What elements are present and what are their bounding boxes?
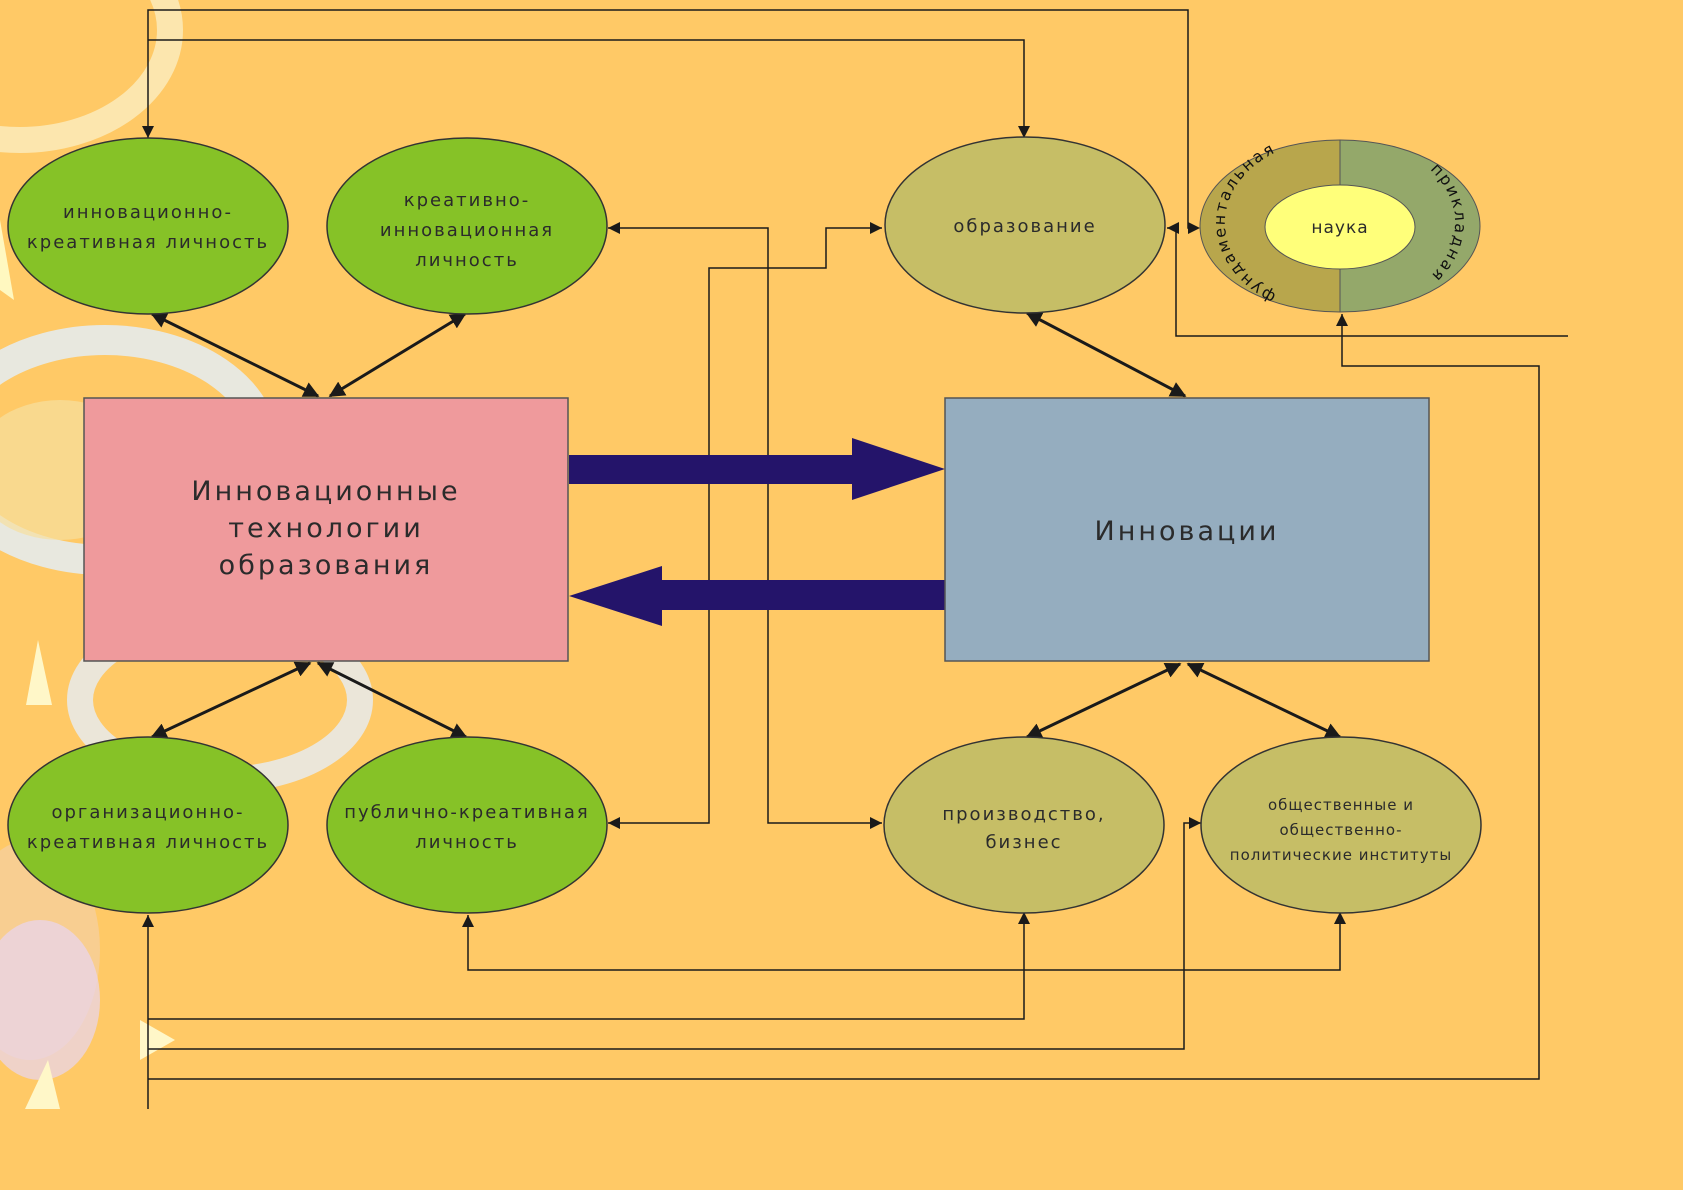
arrowhead-education-right — [1167, 222, 1179, 234]
left-box-line-3: образования — [219, 550, 434, 581]
svg-text:организационно-: организационно- — [51, 802, 244, 823]
svg-text:политические институты: политические институты — [1230, 846, 1452, 864]
arrowhead-to-creative-innovative — [608, 222, 620, 234]
left-box-line-1: Инновационные — [191, 476, 460, 507]
big-arrow-left — [569, 566, 945, 626]
big-arrow-right — [569, 438, 945, 500]
connector-arrowheads — [142, 126, 1348, 927]
node-public-creative-personality: публично-креативная личность — [326, 736, 608, 914]
node-science: наука фундаментальная прикладная — [1199, 138, 1481, 313]
arrowhead-to-education-top — [1018, 126, 1030, 138]
svg-text:публично-креативная: публично-креативная — [344, 802, 589, 823]
right-box: Инновации — [944, 397, 1430, 662]
arrowhead-to-production — [870, 817, 882, 829]
arrowhead-to-science-bottom — [1336, 314, 1348, 326]
node-innovative-creative-personality: инновационно- креативная личность — [7, 137, 289, 315]
left-box-line-2: технологии — [228, 513, 424, 544]
svg-text:личность: личность — [415, 250, 519, 271]
svg-text:личность: личность — [415, 832, 519, 853]
node-education: образование — [884, 136, 1166, 314]
arrowhead-to-public-creative — [608, 817, 620, 829]
bidirectional-arrows — [150, 311, 1342, 739]
svg-text:инновационная: инновационная — [380, 220, 554, 241]
arrowhead-to-innovative-creative — [142, 126, 154, 138]
svg-text:инновационно-: инновационно- — [63, 202, 233, 223]
node-public-institutions: общественные и общественно- политические… — [1200, 736, 1482, 914]
arrowhead-from-public-creative — [462, 915, 474, 927]
svg-text:производство,: производство, — [942, 804, 1105, 825]
svg-text:образование: образование — [953, 216, 1096, 237]
science-center-label: наука — [1311, 218, 1368, 238]
node-organizational-creative-personality: организационно- креативная личность — [7, 736, 289, 914]
arrowhead-from-organizational — [142, 915, 154, 927]
svg-text:креативная личность: креативная личность — [27, 232, 269, 253]
svg-text:общественно-: общественно- — [1279, 821, 1402, 839]
node-production-business: производство, бизнес — [883, 736, 1165, 914]
arrowhead-from-production — [1018, 912, 1030, 924]
svg-text:креативная личность: креативная личность — [27, 832, 269, 853]
big-arrows — [569, 438, 945, 626]
svg-text:общественные и: общественные и — [1268, 796, 1414, 814]
arrowhead-to-education-left — [870, 222, 882, 234]
node-creative-innovative-personality: креативно- инновационная личность — [326, 137, 608, 315]
left-box: Инновационные технологии образования — [83, 397, 569, 662]
arrowhead-from-institutions — [1334, 912, 1346, 924]
right-box-label: Инновации — [1095, 516, 1280, 547]
arrowhead-to-public-institutions — [1189, 817, 1201, 829]
svg-text:креативно-: креативно- — [404, 190, 530, 211]
arrowhead-to-science — [1188, 222, 1200, 234]
svg-text:бизнес: бизнес — [985, 832, 1062, 853]
innovation-diagram: Инновационные технологии образования Инн… — [0, 0, 1568, 1109]
